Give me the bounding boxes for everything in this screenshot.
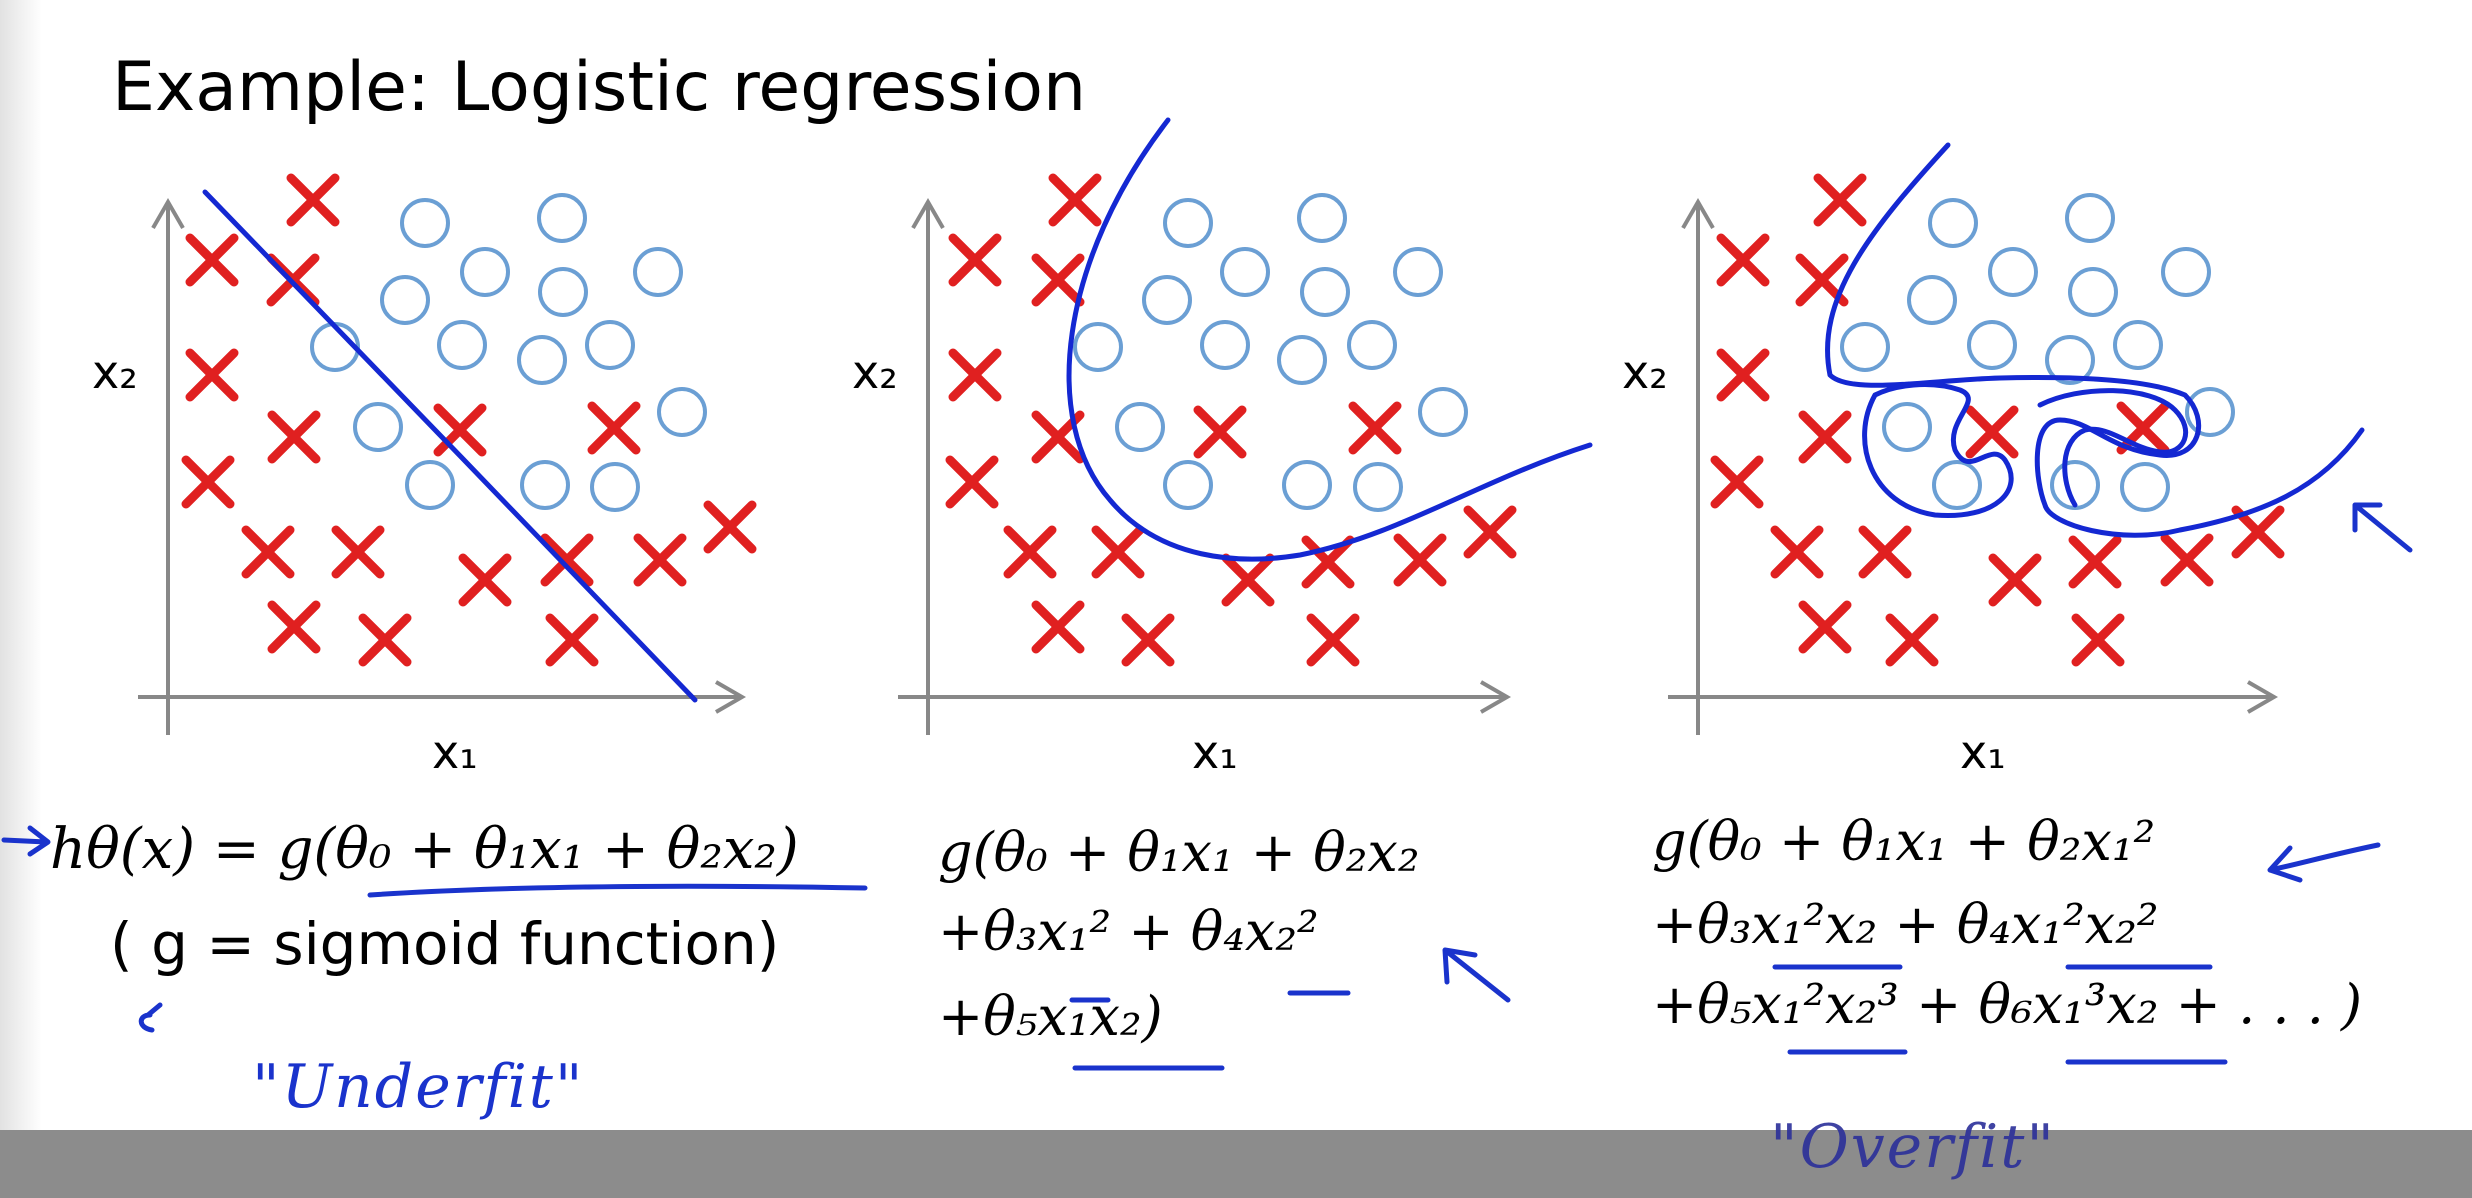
arrow-under-g (138, 1002, 163, 1033)
panel-3-plot (1668, 142, 2365, 735)
panel-3-y-axis-label: x₂ (1622, 345, 1668, 399)
panel-1-plot (138, 178, 752, 735)
underline-x1x2 (1069, 997, 1225, 1071)
panel-3-hypothesis-line-1: g(θ₀ + θ₁x₁ + θ₂x₁² (1652, 810, 2156, 873)
panel-1-y-axis-label: x₂ (92, 345, 138, 399)
panel-3-x-axis-label: x₁ (1960, 725, 2006, 779)
arrow-to-hypothesis-1 (1, 825, 51, 857)
panel-2-y-axis-label: x₂ (852, 345, 898, 399)
panel-2-positive-points (1073, 193, 1468, 512)
sigmoid-note: ( g = sigmoid function) (110, 910, 780, 978)
panel-2-hypothesis-line-1: g(θ₀ + θ₁x₁ + θ₂x₂ (938, 821, 1420, 884)
panel-3-hypothesis-line-2: +θ₃x₁²x₂ + θ₄x₁²x₂² (1652, 893, 2159, 956)
panel-1-hypothesis: hθ(x) = g(θ₀ + θ₁x₁ + θ₂x₂) (50, 817, 799, 882)
left-edge-shade (0, 0, 42, 1130)
panel-3-decision-boundary (1825, 142, 2365, 538)
handwritten-annotations (1, 502, 2413, 1071)
panel-1-axes (138, 197, 747, 735)
bottom-bar (0, 1130, 2472, 1198)
panel-2-x-axis-label: x₁ (1192, 725, 1238, 779)
panel-2-decision-boundary (1066, 117, 1593, 562)
underfit-label: "Underfit" (252, 1052, 585, 1122)
panel-2-plot (898, 117, 1593, 735)
panel-3-boundary-island-left (1862, 382, 2014, 519)
panel-2-hypothesis-line-2: +θ₃x₁² + θ₄x₂² (938, 900, 1319, 963)
arrow-up-panel-2 (1442, 947, 1511, 1003)
underline-hypothesis-1-args (367, 883, 868, 898)
panel-1-decision-boundary (202, 189, 698, 703)
panel-2-hypothesis-line-3: +θ₅x₁x₂) (938, 985, 1163, 1048)
panel-3-boundary-island-right (2037, 388, 2189, 508)
panel-3-hypothesis-line-3: +θ₅x₁²x₂³ + θ₆x₁³x₂ + . . . ) (1652, 973, 2363, 1036)
panel-1-x-axis-label: x₁ (432, 725, 478, 779)
panel-1-positive-points (310, 193, 707, 512)
slide-title: Example: Logistic regression (112, 48, 1087, 127)
panel-3-axes (1668, 197, 2279, 735)
overfit-label: "Overfit" (1770, 1112, 2056, 1182)
panel-2-axes (898, 197, 1512, 735)
arrow-panel-3-boundary (2352, 502, 2413, 553)
arrow-to-hypothesis-3 (2267, 842, 2381, 883)
